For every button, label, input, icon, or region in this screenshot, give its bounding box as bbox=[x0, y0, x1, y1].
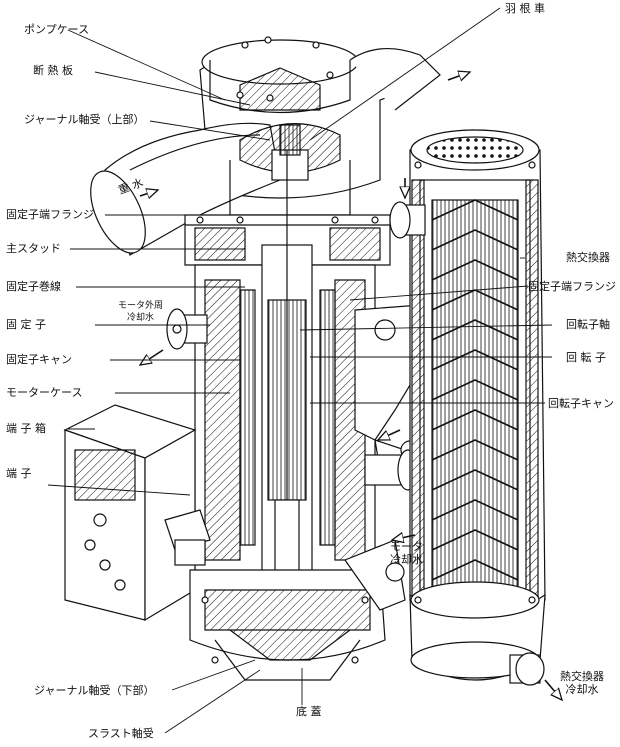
label-motor-cooling-water: モータ 冷却水 bbox=[390, 540, 423, 566]
stator-side-nozzle bbox=[166, 308, 208, 350]
label-pump-case: ポンプケース bbox=[24, 23, 90, 36]
label-stator: 固 定 子 bbox=[6, 318, 46, 331]
label-stator-end-flange-right: 固定子端フランジ bbox=[528, 280, 616, 293]
label-terminal-box: 端 子 箱 bbox=[6, 422, 46, 435]
label-motor-case: モーターケース bbox=[6, 386, 83, 399]
label-stator-can: 固定子キャン bbox=[6, 353, 72, 366]
label-impeller: 羽 根 車 bbox=[505, 2, 545, 15]
bottom-cover-shape bbox=[189, 539, 406, 681]
label-thrust-bearing: スラスト軸受 bbox=[88, 727, 154, 740]
label-stator-end-flange-left: 固定子端フランジ bbox=[6, 208, 94, 221]
leader-lines bbox=[47, 7, 553, 734]
label-bottom-cover: 底 蓋 bbox=[296, 705, 322, 718]
terminal-box-shape bbox=[63, 404, 211, 622]
label-stator-winding: 固定子巻線 bbox=[6, 280, 61, 293]
label-heat-exchanger: 熱交換器 bbox=[566, 251, 610, 264]
label-terminal: 端 子 bbox=[6, 467, 32, 480]
label-insulation-plate: 断 熱 板 bbox=[33, 64, 73, 77]
flow-arrows bbox=[140, 72, 562, 700]
label-motor-jacket-cooling-water: モータ外周 冷却水 bbox=[118, 301, 164, 323]
label-journal-bearing-lower: ジャーナル軸受（下部） bbox=[34, 684, 155, 697]
inlet-pipe-shape bbox=[90, 122, 281, 256]
label-hx-cooling-water: 熱交換器 冷却水 bbox=[560, 670, 604, 696]
label-rotor: 回 転 子 bbox=[566, 351, 606, 364]
label-rotor-shaft: 回転子軸 bbox=[566, 318, 610, 331]
label-rotor-can: 回転子キャン bbox=[548, 397, 614, 410]
heat-exchanger-shape bbox=[389, 129, 546, 686]
label-journal-bearing-upper: ジャーナル軸受（上部） bbox=[24, 113, 145, 126]
label-main-stud: 主スタッド bbox=[6, 242, 61, 255]
